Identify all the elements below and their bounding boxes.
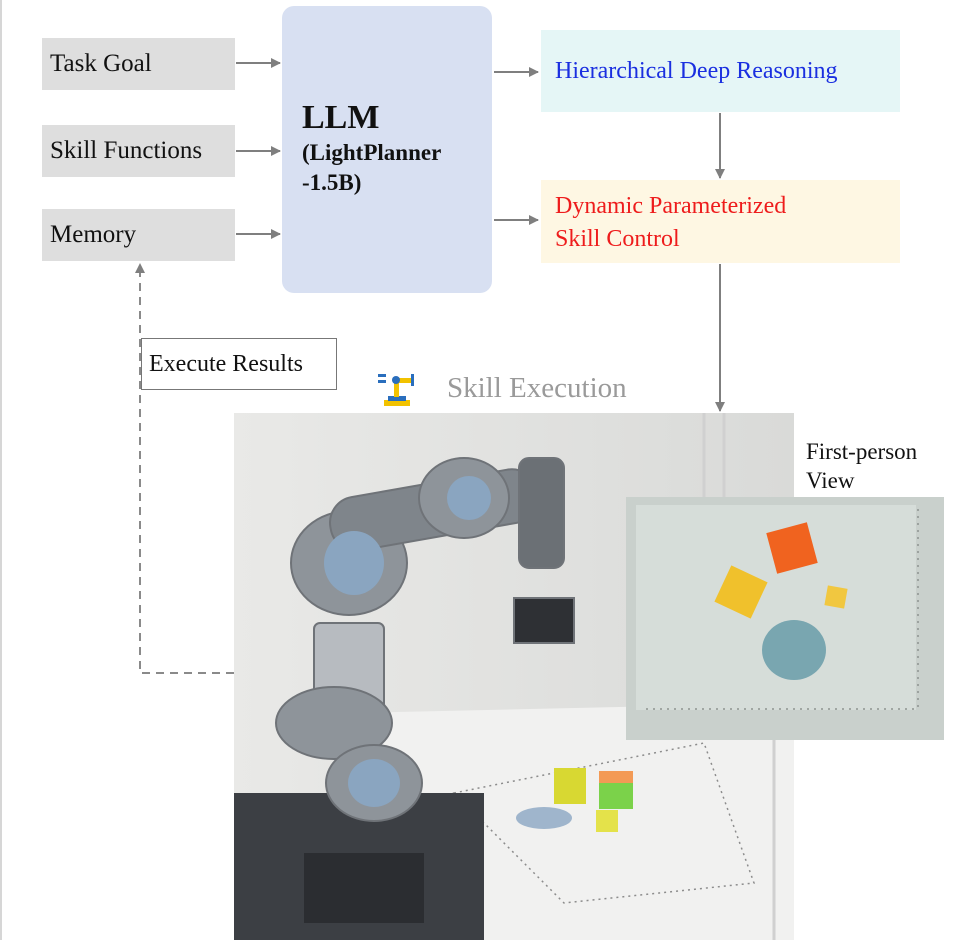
first-person-line-2: View [806, 468, 855, 493]
llm-box: LLM (LightPlanner -1.5B) [282, 6, 492, 293]
skill-control-box: Dynamic Parameterized Skill Control [541, 180, 900, 263]
skill-control-line-2: Skill Control [555, 226, 680, 252]
task-goal-box: Task Goal [42, 38, 235, 90]
first-person-view-label: First-person View [806, 437, 917, 495]
left-border-line [0, 0, 2, 940]
hierarchical-reasoning-box: Hierarchical Deep Reasoning [541, 30, 900, 112]
arrow-feedback-to-memory [135, 263, 234, 674]
llm-model-line-1: (LightPlanner [302, 140, 442, 165]
robot-arm-icon [378, 374, 414, 406]
skill-control-line-1: Dynamic Parameterized [555, 193, 787, 219]
skill-functions-box: Skill Functions [42, 125, 235, 177]
first-person-line-1: First-person [806, 439, 918, 464]
execute-results-box: Execute Results [141, 338, 337, 390]
skill-execution-label: Skill Execution [447, 372, 627, 404]
memory-box: Memory [42, 209, 235, 261]
first-person-view-photo [626, 497, 944, 740]
llm-title: LLM [302, 99, 380, 136]
llm-model-line-2: -1.5B) [302, 170, 362, 195]
